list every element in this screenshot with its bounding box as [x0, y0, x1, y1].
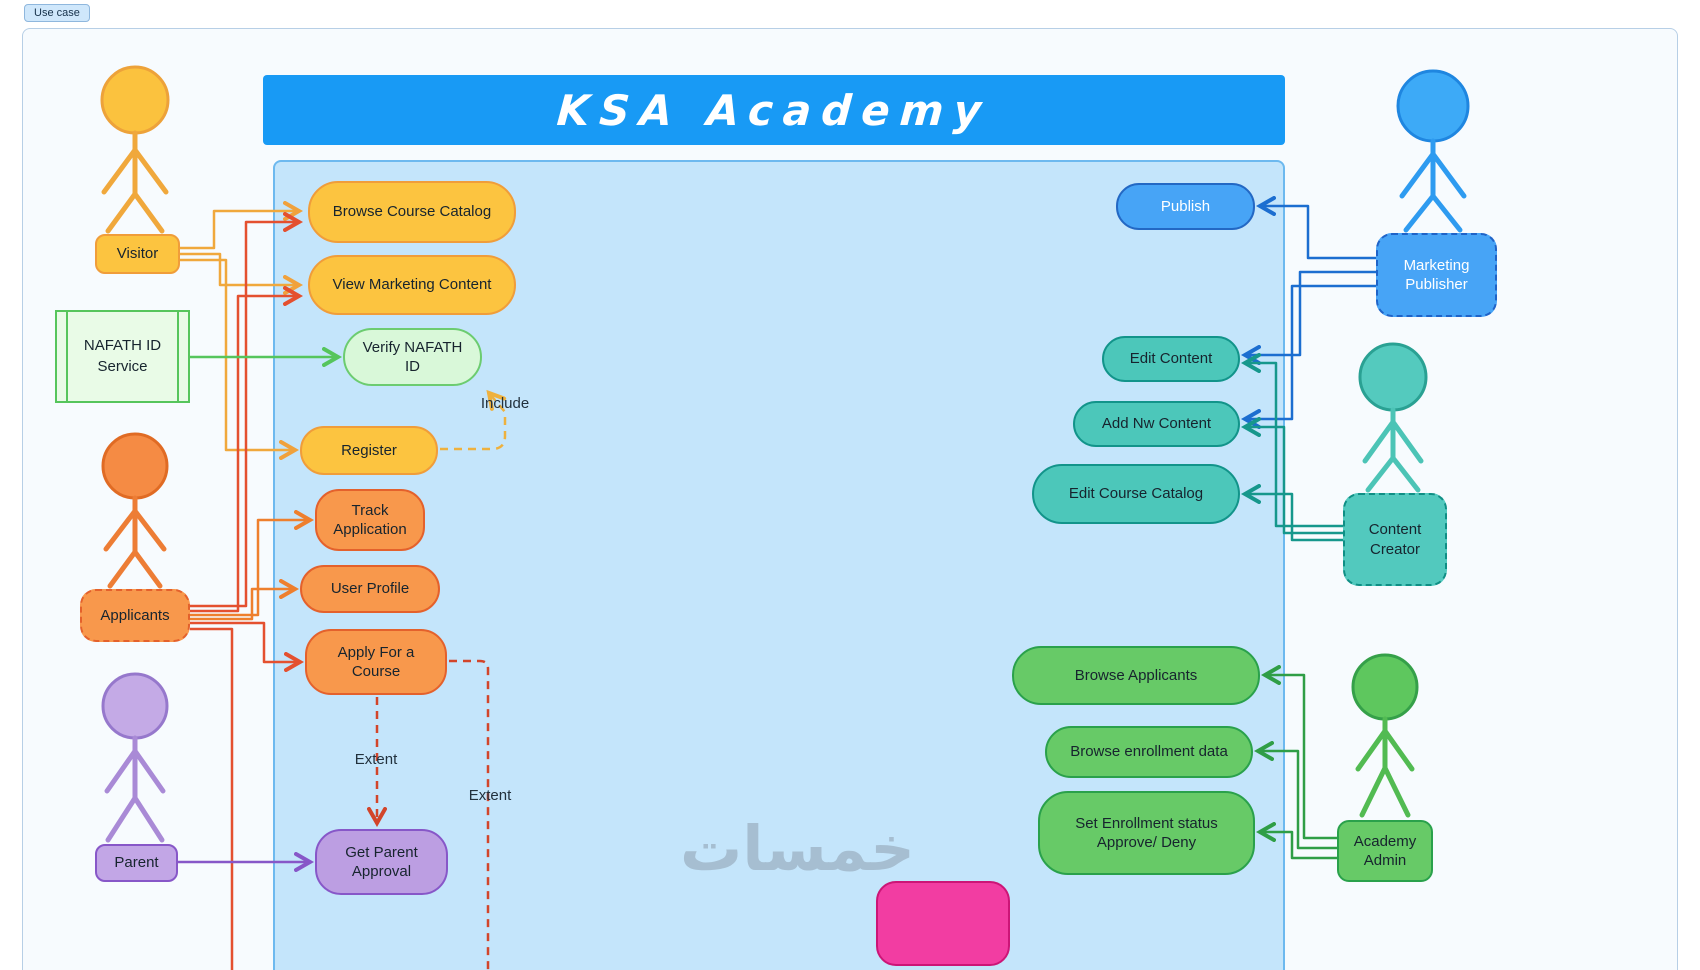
use-case-label: Apply For a Course	[337, 643, 415, 681]
use-case-label: Track Application	[333, 501, 407, 539]
use-case-tab-label: Use case	[34, 7, 80, 19]
use-case-publish[interactable]: Publish	[1116, 183, 1255, 230]
use-case-label: Register	[341, 441, 397, 459]
use-case-edit-content[interactable]: Edit Content	[1102, 336, 1240, 382]
use-case-partial-pink[interactable]	[876, 881, 1010, 966]
use-case-label: User Profile	[330, 580, 410, 598]
use-case-verify-nafath-id[interactable]: Verify NAFATH ID	[343, 328, 482, 386]
use-case-label: Add Nw Content	[1101, 415, 1212, 433]
visitor-label: Visitor	[116, 245, 159, 263]
use-case-label: Publish	[1160, 197, 1211, 215]
use-case-label: View Marketing Content	[332, 276, 492, 294]
use-case-edit-course-catalog[interactable]: Edit Course Catalog	[1032, 464, 1240, 524]
use-case-browse-enrollment-data[interactable]: Browse enrollment data	[1045, 726, 1253, 778]
actor-label-parent[interactable]: Parent	[95, 844, 178, 882]
actor-label-visitor[interactable]: Visitor	[95, 234, 180, 274]
use-case-label: Browse Applicants	[1074, 666, 1198, 684]
actor-label-marketing-publisher[interactable]: Marketing Publisher	[1376, 233, 1497, 317]
marketing-publisher-label: Marketing Publisher	[1403, 256, 1470, 294]
actor-label-applicants[interactable]: Applicants	[80, 589, 190, 642]
use-case-register[interactable]: Register	[300, 426, 438, 475]
use-case-label: Browse Course Catalog	[332, 203, 492, 221]
use-case-browse-course-catalog[interactable]: Browse Course Catalog	[308, 181, 516, 243]
use-case-label: Get Parent Approval	[345, 843, 418, 881]
extent-edge-label: Extent	[468, 787, 512, 804]
use-case-view-marketing-content[interactable]: View Marketing Content	[308, 255, 516, 315]
use-case-get-parent-approval[interactable]: Get Parent Approval	[315, 829, 448, 895]
use-case-add-nw-content[interactable]: Add Nw Content	[1073, 401, 1240, 447]
use-case-user-profile[interactable]: User Profile	[300, 565, 440, 613]
system-title: KSA Academy	[555, 85, 993, 135]
nafath-divider-line	[66, 312, 68, 401]
actor-nafath-id-service[interactable]: NAFATH ID Service	[55, 310, 190, 403]
use-case-label: Browse enrollment data	[1070, 743, 1228, 761]
use-case-apply-for-a-course[interactable]: Apply For a Course	[305, 629, 447, 695]
parent-label: Parent	[114, 854, 159, 872]
site-watermark: خمسات	[680, 812, 915, 885]
use-case-browse-applicants[interactable]: Browse Applicants	[1012, 646, 1260, 705]
use-case-label: Verify NAFATH ID	[362, 338, 463, 376]
use-case-label: Edit Course Catalog	[1068, 485, 1204, 503]
nafath-divider-line	[177, 312, 179, 401]
use-case-tab[interactable]: Use case	[24, 4, 90, 22]
use-case-set-enrollment-status[interactable]: Set Enrollment status Approve/ Deny	[1038, 791, 1255, 875]
content-creator-label: Content Creator	[1368, 521, 1422, 558]
include-edge-label: Include	[480, 395, 530, 412]
use-case-label: Edit Content	[1129, 350, 1213, 368]
actor-label-content-creator[interactable]: Content Creator	[1343, 493, 1447, 586]
academy-admin-label: Academy Admin	[1353, 832, 1417, 870]
extent-edge-label: Extent	[354, 751, 398, 768]
applicants-label: Applicants	[100, 606, 170, 624]
actor-label-academy-admin[interactable]: Academy Admin	[1337, 820, 1433, 882]
system-title-banner[interactable]: KSA Academy	[263, 75, 1285, 145]
use-case-track-application[interactable]: Track Application	[315, 489, 425, 551]
nafath-label: NAFATH ID Service	[83, 337, 162, 375]
use-case-label: Set Enrollment status Approve/ Deny	[1075, 814, 1218, 852]
